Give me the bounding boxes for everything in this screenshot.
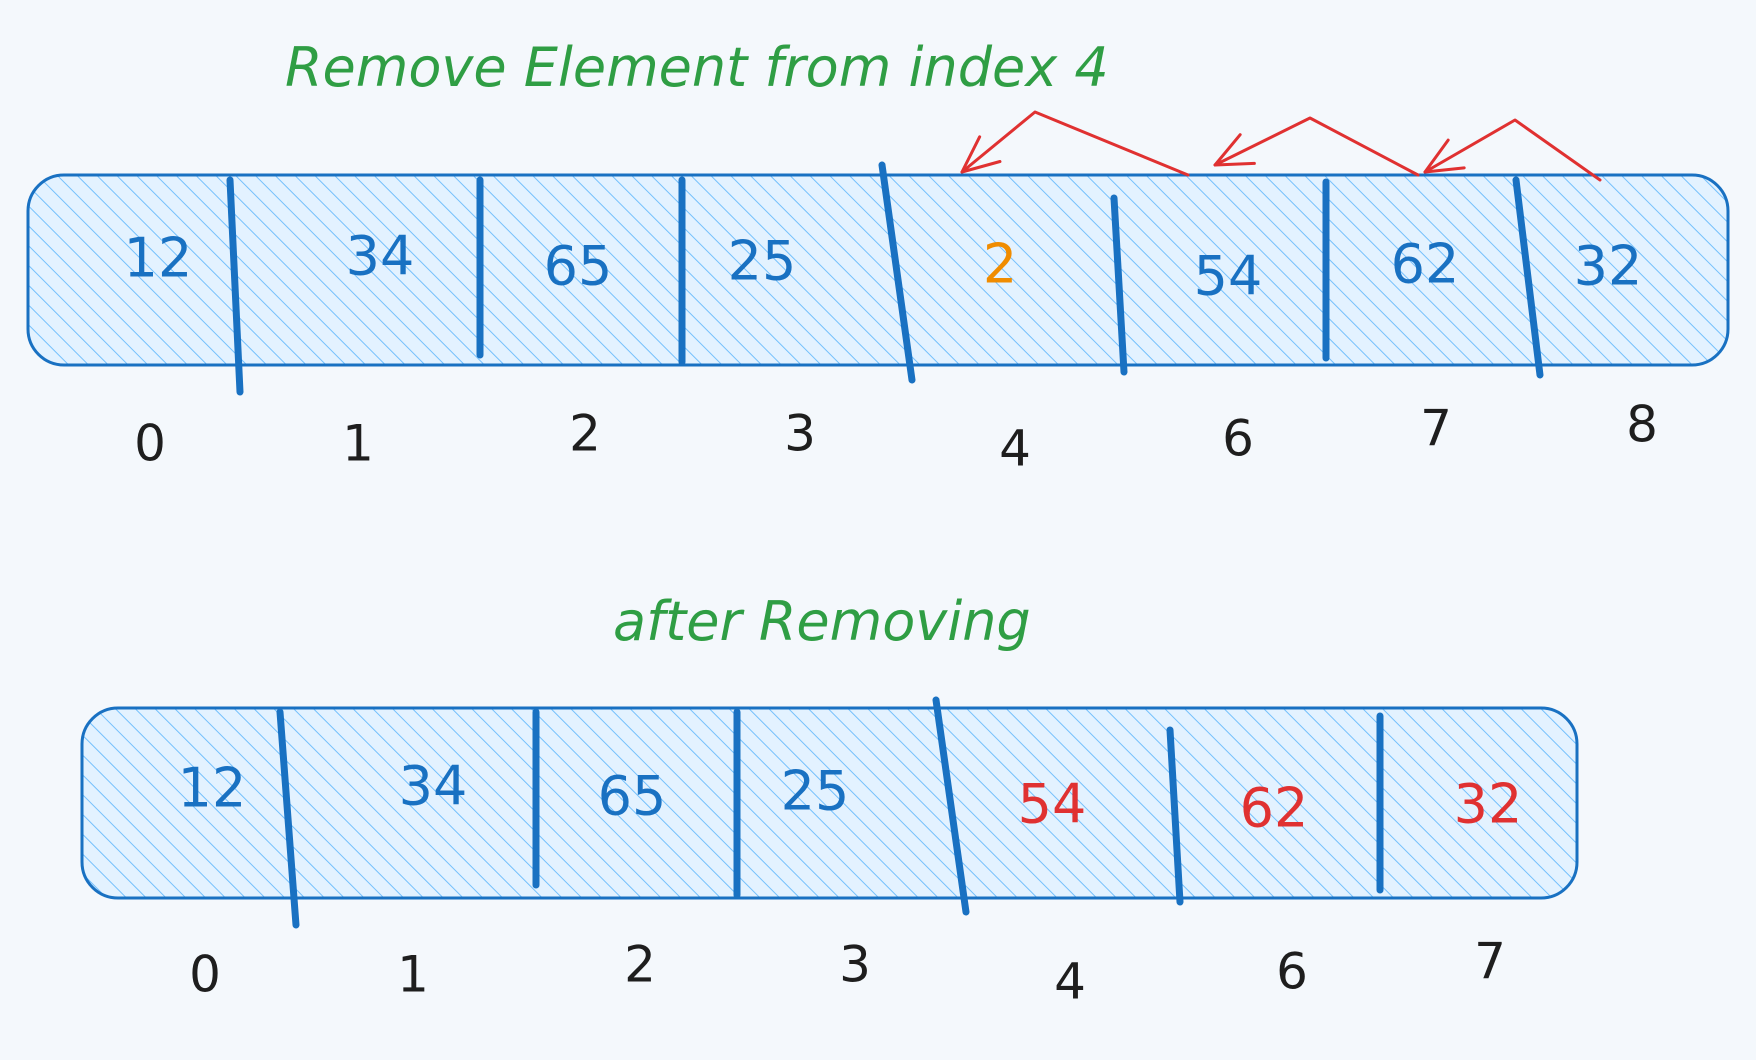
index-label: 4	[999, 420, 1031, 478]
index-label: 4	[1054, 953, 1086, 1011]
index-label: 7	[1474, 933, 1506, 991]
array-cell-value: 12	[178, 757, 247, 820]
array-cell-value: 34	[399, 755, 468, 818]
array-cell-value: 25	[728, 230, 797, 293]
index-label: 0	[134, 415, 166, 473]
array-cell-value: 54	[1194, 245, 1263, 308]
array-cell-value: 34	[346, 225, 415, 288]
shift-arrow	[1213, 116, 1420, 177]
array-before	[26, 173, 1730, 367]
diagram-title: Remove Element from index 4	[285, 36, 1109, 99]
before-divider	[878, 161, 916, 384]
array-after	[80, 706, 1579, 900]
array-cell-value: 62	[1240, 777, 1309, 840]
array-after-values: 12 34 65 25 54 62 32	[178, 755, 1523, 840]
shift-arrow-head	[1423, 138, 1466, 174]
index-label: 0	[189, 946, 221, 1004]
before-divider	[1110, 194, 1128, 376]
array-cell-value: 62	[1391, 233, 1460, 296]
index-label: 1	[342, 415, 374, 473]
array-cell-value: 54	[1018, 773, 1087, 836]
before-divider	[226, 176, 244, 396]
index-label: 8	[1626, 396, 1658, 454]
shift-arrow	[1423, 118, 1602, 182]
after-divider	[932, 696, 970, 916]
array-before-values: 12 34 65 25 2 54 62 32	[124, 225, 1643, 308]
index-label: 7	[1420, 400, 1452, 458]
array-cell-value: 65	[598, 765, 667, 828]
array-cell-value: 32	[1454, 773, 1523, 836]
array-cell-value: 12	[124, 227, 193, 290]
shift-arrow	[960, 110, 1190, 177]
shift-arrow-head	[960, 135, 1002, 174]
index-label: 2	[624, 936, 656, 994]
array-before-indices: 0 1 2 3 4 6 7 8	[134, 396, 1658, 478]
after-divider	[276, 708, 300, 929]
index-label: 1	[397, 946, 429, 1004]
shift-arrows	[960, 110, 1602, 182]
index-label: 6	[1222, 410, 1254, 468]
index-label: 2	[569, 405, 601, 463]
array-before-box	[26, 173, 1730, 367]
array-cell-value: 2	[983, 233, 1017, 296]
index-label: 6	[1276, 943, 1308, 1001]
before-divider	[1512, 176, 1544, 379]
array-after-indices: 0 1 2 3 4 6 7	[189, 933, 1506, 1011]
after-divider	[1166, 726, 1184, 906]
index-label: 3	[839, 936, 871, 994]
array-cell-value: 65	[544, 235, 613, 298]
index-label: 3	[784, 405, 816, 463]
diagram-subtitle: after Removing	[613, 590, 1031, 653]
shift-arrow-head	[1213, 133, 1256, 167]
array-before-dividers	[226, 161, 1544, 396]
array-cell-value: 32	[1574, 235, 1643, 298]
array-cell-value: 25	[781, 760, 850, 823]
array-after-box	[80, 706, 1579, 900]
array-after-dividers	[276, 696, 1384, 929]
